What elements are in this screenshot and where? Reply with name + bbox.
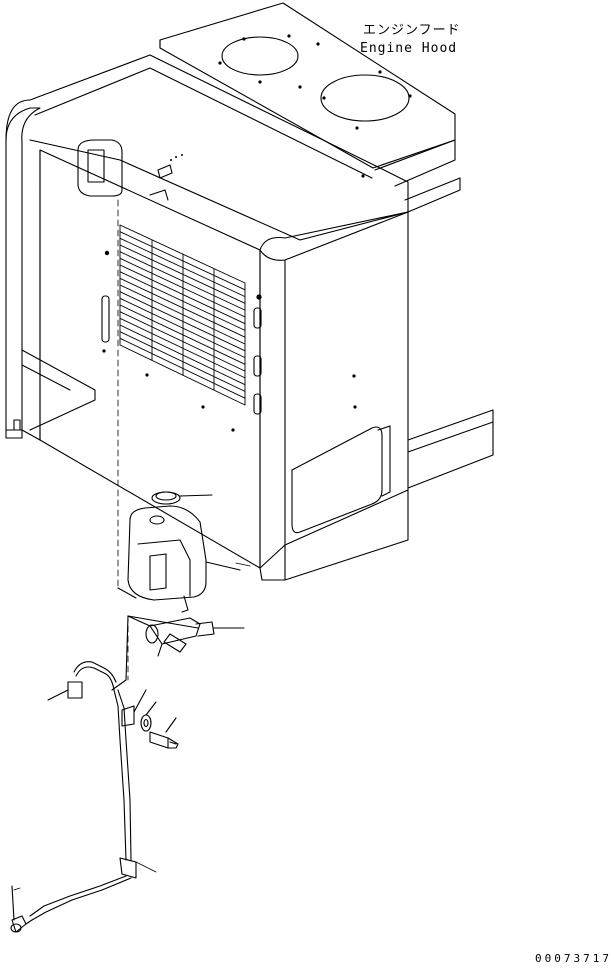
grille-slat xyxy=(119,277,246,338)
washer-nozzle xyxy=(10,885,33,933)
grille-slat xyxy=(119,311,246,372)
grille-slat xyxy=(119,291,246,352)
leader-lines xyxy=(13,562,251,891)
grille-slat xyxy=(119,237,246,298)
radiator-grille xyxy=(119,224,246,406)
grille-slat xyxy=(119,317,246,379)
mount-reference-lines xyxy=(117,199,129,681)
hood-bolt-holes xyxy=(218,34,412,178)
grille-slat xyxy=(119,324,246,386)
hood-opening-small xyxy=(221,36,299,76)
grille-slat xyxy=(119,231,246,291)
flat-washer xyxy=(140,701,157,732)
washer-tank xyxy=(117,491,241,613)
washer-pump xyxy=(127,615,245,657)
grille-slat xyxy=(119,257,246,318)
grille-slat xyxy=(119,244,246,304)
grille-slat xyxy=(119,251,246,311)
tank-cap xyxy=(151,491,181,505)
radiator-guard xyxy=(5,54,409,581)
grille-slat xyxy=(119,337,246,399)
engine-hood-label-jp: エンジンフード xyxy=(363,23,461,38)
washer-hose xyxy=(29,615,199,921)
grille-slat xyxy=(119,297,246,359)
grille-slat xyxy=(119,264,246,325)
side-slots xyxy=(101,295,262,415)
grille-slat xyxy=(119,271,246,331)
grille-slat xyxy=(119,331,246,392)
housing-holes xyxy=(102,154,357,432)
hose-clip-bracket xyxy=(121,689,147,727)
hood-opening-large xyxy=(320,74,410,122)
grille-slat xyxy=(119,304,246,365)
grille-slat xyxy=(119,284,246,345)
engine-hood-label-en: Engine Hood xyxy=(360,41,457,56)
hex-bolt xyxy=(149,717,179,749)
hose-clamp xyxy=(119,857,137,879)
side-rail xyxy=(374,139,494,489)
drawing-number: 00073717 xyxy=(535,952,612,965)
hood-latch xyxy=(77,139,173,201)
